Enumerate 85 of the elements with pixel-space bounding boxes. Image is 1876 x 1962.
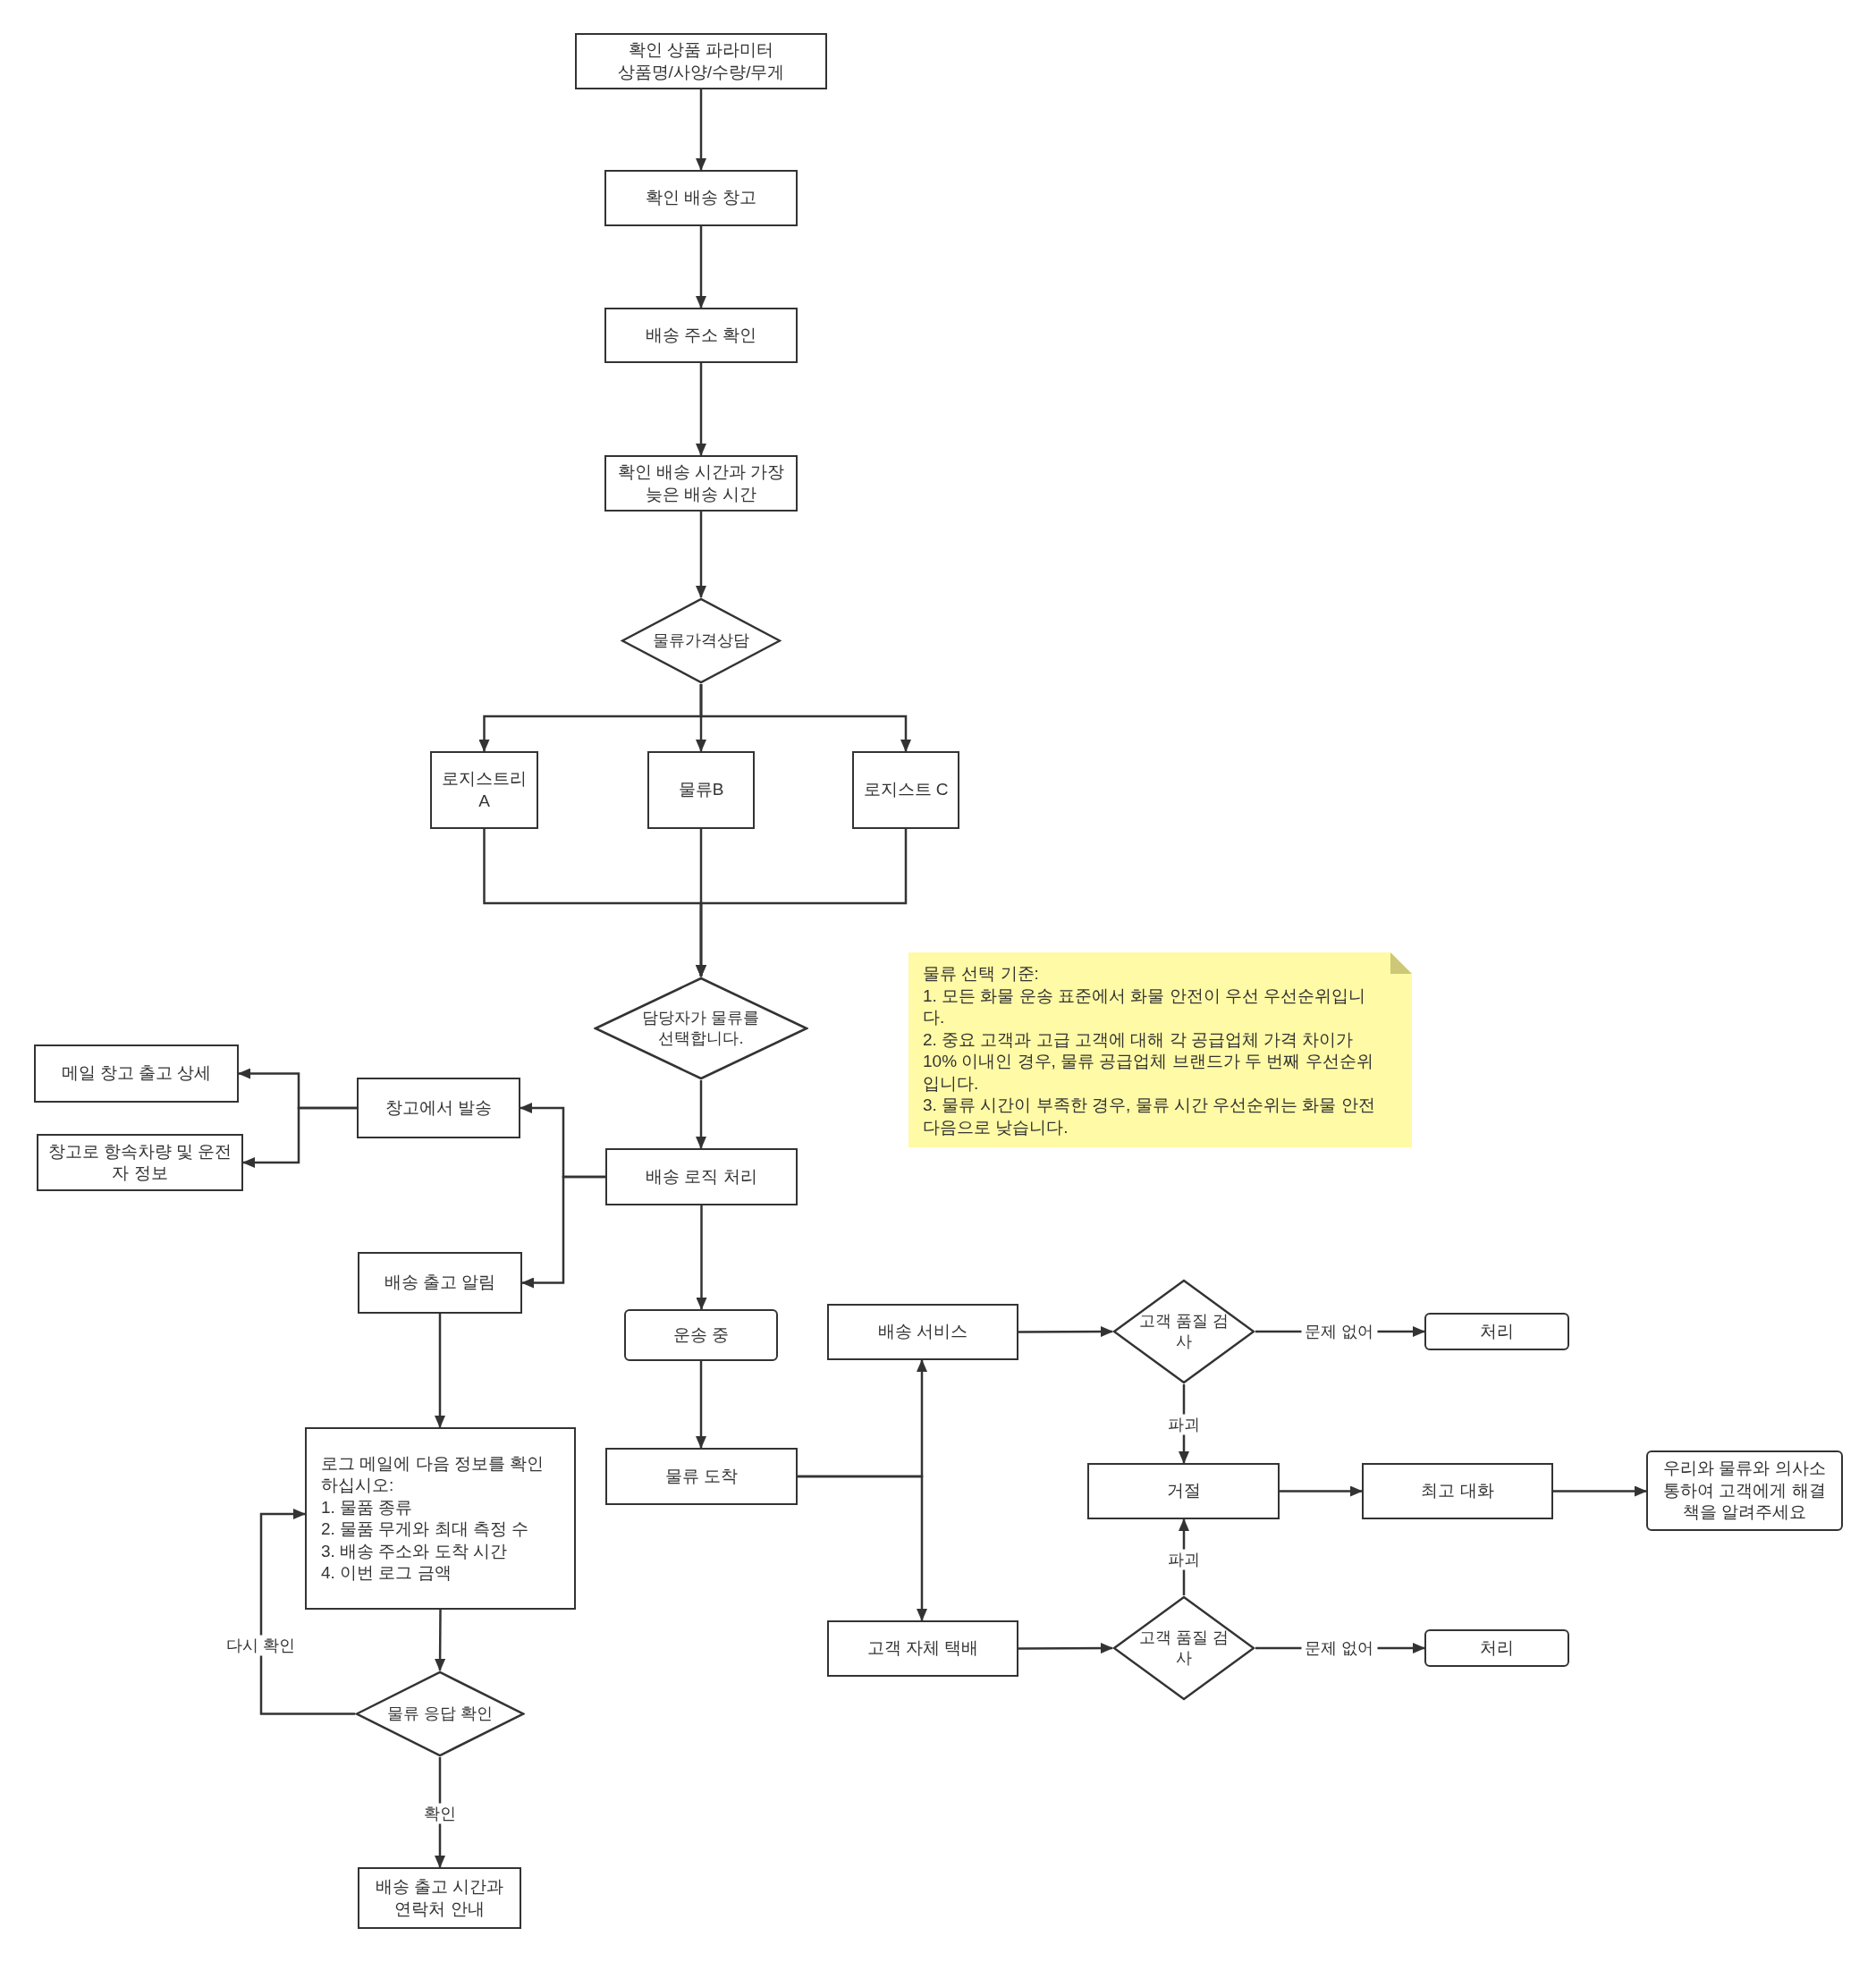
process-box	[575, 33, 827, 89]
process-box	[827, 1620, 1018, 1677]
arrow	[521, 1175, 605, 1289]
decision-diamond	[1112, 1279, 1255, 1384]
instruction-text: 로그 메일에 다음 정보를 확인하십시오:	[321, 1452, 545, 1496]
decision-label: 물류 응답 확인	[387, 1704, 493, 1724]
decision-diamond	[1112, 1595, 1255, 1701]
sticky-note	[908, 952, 1412, 1147]
process-box	[604, 308, 798, 363]
process-box	[305, 1427, 576, 1610]
arrow	[696, 226, 706, 309]
process-box	[604, 170, 798, 226]
step-label: 물류 도착	[664, 1465, 739, 1487]
note-heading: 물류 선택 기준:	[923, 963, 1039, 985]
decision-label: 물류가격상담	[653, 630, 749, 651]
step-label: 배송 출고 시간과 연락처 안내	[374, 1876, 505, 1920]
step-label: 창고로 항속차량 및 운전자 정보	[46, 1140, 233, 1184]
step-label: 배송 로직 처리	[646, 1165, 757, 1188]
step-label: 메일 창고 출고 상세	[61, 1062, 212, 1085]
process-box	[357, 1078, 520, 1138]
arrow	[696, 512, 706, 598]
arrow	[1018, 1326, 1113, 1338]
arrow	[696, 829, 908, 977]
arrow	[696, 1361, 706, 1449]
decision-diamond	[355, 1670, 525, 1757]
process-box	[358, 1867, 521, 1929]
process-box	[604, 455, 798, 512]
list-item: 2. 물품 무게와 최대 측정 수	[321, 1518, 529, 1540]
rounded-process-box	[1424, 1313, 1569, 1350]
step-label: 배송 주소 확인	[645, 324, 757, 346]
process-box	[852, 751, 959, 829]
process-box	[1087, 1463, 1280, 1519]
step-label: 상품명/사양/수량/무게	[617, 61, 785, 83]
step-label: 로지스트리 A	[441, 768, 528, 812]
list-item: 1. 물품 종류	[321, 1496, 413, 1518]
process-box	[430, 751, 538, 829]
step-label: 고객 자체 택배	[866, 1637, 979, 1660]
arrow	[435, 1314, 445, 1428]
rounded-process-box	[1646, 1450, 1843, 1531]
decision-diamond	[621, 597, 782, 684]
rounded-process-box	[1424, 1629, 1569, 1667]
list-item: 4. 이번 로그 금액	[321, 1562, 452, 1584]
arrow	[1018, 1643, 1113, 1654]
arrow	[242, 1106, 357, 1168]
process-box	[34, 1044, 239, 1103]
step-label: 로지스트 C	[863, 779, 949, 801]
list-item: 3. 배송 주소와 도착 시간	[321, 1540, 507, 1562]
step-label: 확인 배송 시간과 가장 늦은 배송 시간	[616, 461, 786, 505]
step-label: 확인 배송 창고	[645, 187, 757, 209]
note-item: 2. 중요 고객과 고급 고객에 대해 각 공급업체 가격 차이가 10% 이내인 경우, 물류 공급업체 브랜드가 두 번째 우선순위입니다.	[923, 1028, 1374, 1095]
arrow	[696, 1205, 707, 1310]
arrow	[798, 1475, 927, 1621]
note-item: 3. 물류 시간이 부족한 경우, 물류 시간 우선순위는 화물 안전 다음으로 낮습니다.	[923, 1095, 1376, 1138]
step-label: 최고 대화	[1421, 1480, 1494, 1502]
arrow	[435, 1610, 446, 1671]
decision-diamond	[594, 977, 808, 1080]
decision-label: 담당자가 물류를 선택합니다.	[641, 1008, 761, 1049]
note-item: 1. 모든 화물 운송 표준에서 화물 안전이 우선 우선순위입니다.	[923, 985, 1367, 1028]
step-label: 처리	[1480, 1320, 1514, 1342]
decision-label: 고객 품질 검사	[1139, 1311, 1229, 1352]
rounded-process-box	[624, 1309, 778, 1361]
arrow	[1280, 1485, 1363, 1497]
process-box	[647, 751, 755, 829]
arrow	[1553, 1485, 1647, 1497]
step-label: 처리	[1480, 1636, 1514, 1659]
process-box	[37, 1134, 243, 1191]
arrow	[696, 89, 706, 171]
step-label: 물류B	[678, 779, 724, 801]
arrow	[259, 1509, 355, 1715]
step-label: 우리와 물류와 의사소통하여 고객에게 해결책을 알려주세요	[1662, 1458, 1827, 1524]
process-box	[358, 1252, 522, 1314]
process-box	[827, 1304, 1018, 1360]
process-box	[1362, 1463, 1553, 1519]
decision-label: 고객 품질 검사	[1139, 1628, 1229, 1669]
step-label: 배송 서비스	[877, 1321, 968, 1343]
step-label: 배송 출고 알림	[384, 1272, 496, 1294]
process-box	[605, 1148, 798, 1205]
arrow	[696, 1080, 706, 1149]
process-box	[605, 1448, 798, 1505]
step-label: 창고에서 발송	[384, 1096, 493, 1119]
step-label: 확인 상품 파라미터	[628, 39, 774, 61]
step-label: 운송 중	[672, 1324, 730, 1346]
step-label: 거절	[1166, 1480, 1201, 1502]
arrow	[699, 684, 911, 752]
arrow	[696, 363, 706, 456]
